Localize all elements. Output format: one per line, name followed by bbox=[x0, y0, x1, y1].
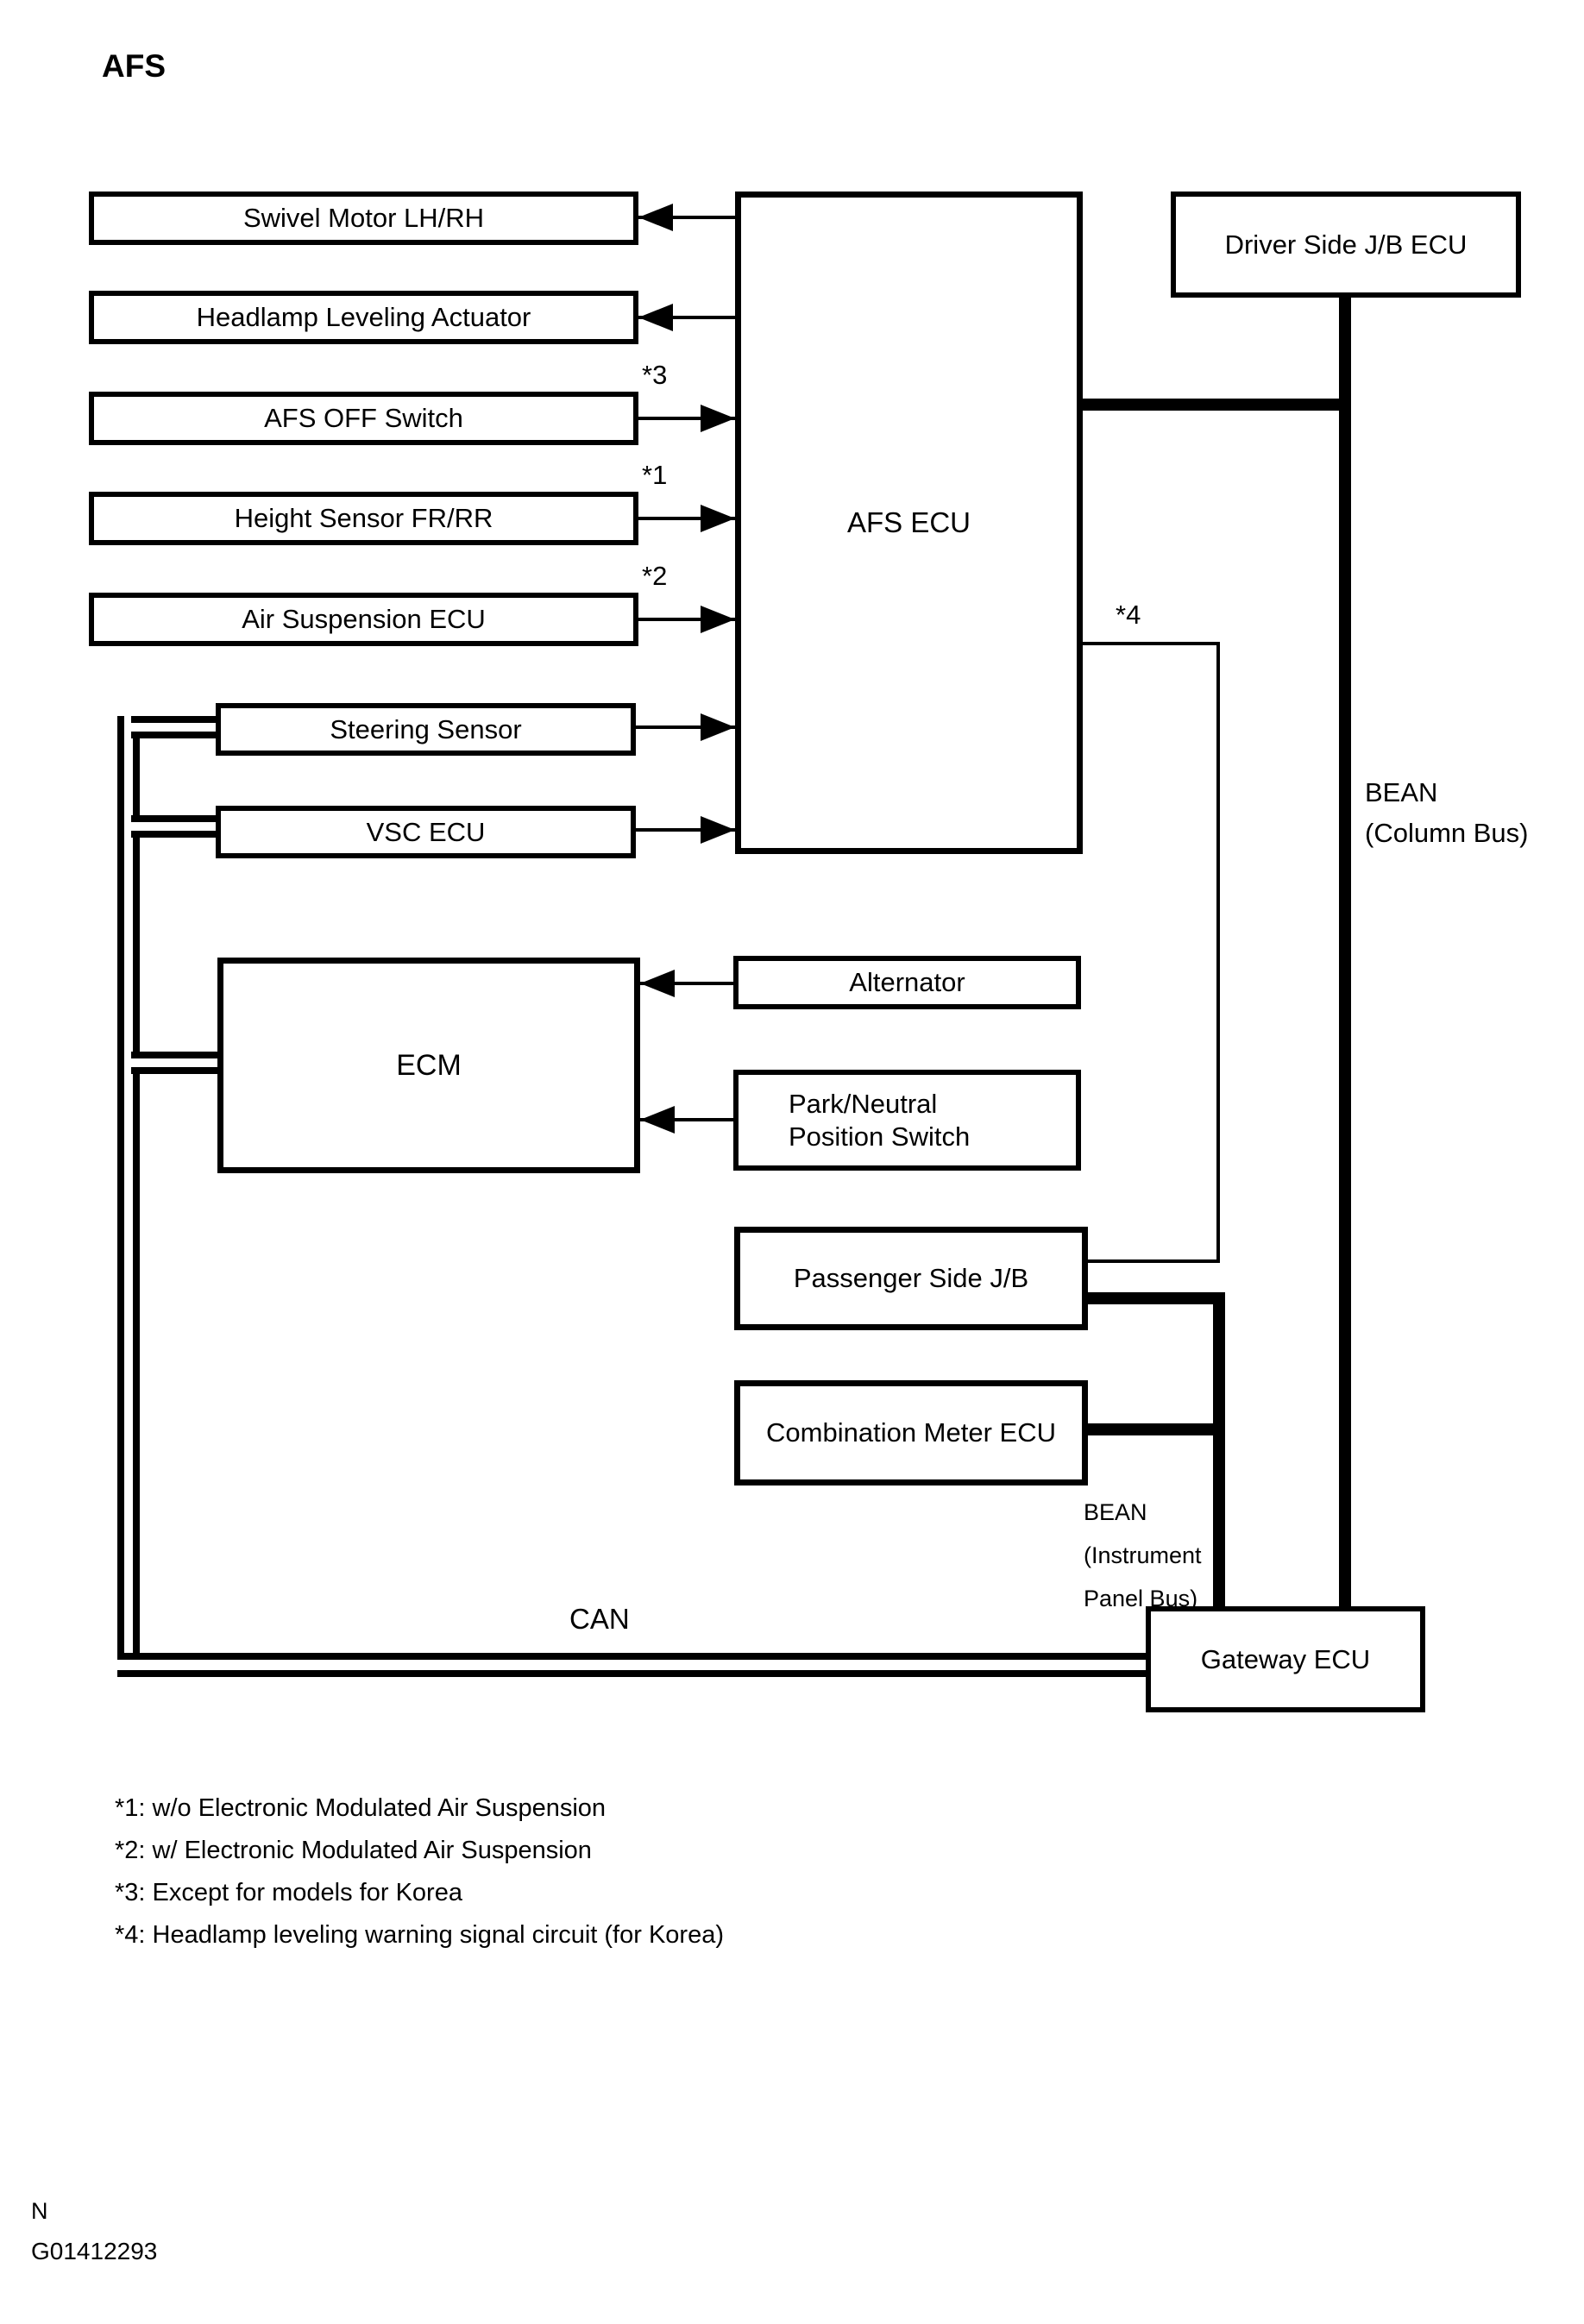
bean-ip-line3: Panel Bus) bbox=[1084, 1586, 1198, 1611]
bean-column-bus-line bbox=[1339, 298, 1351, 1606]
arrow-into-ecm-from-park-neutral-icon bbox=[640, 1106, 675, 1134]
box-gateway-ecu-label: Gateway ECU bbox=[1200, 1643, 1371, 1674]
box-afs-ecu-label: AFS ECU bbox=[846, 506, 971, 539]
bean-ip-branch-combination-meter bbox=[1085, 1423, 1213, 1435]
box-height-sensor-label: Height Sensor FR/RR bbox=[234, 503, 493, 534]
label-star4: *4 bbox=[1116, 600, 1141, 630]
box-ecm-label: ECM bbox=[396, 1048, 462, 1082]
arrow-into-afs-ecu-from-steering-icon bbox=[701, 713, 735, 741]
box-air-suspension-ecu-label: Air Suspension ECU bbox=[242, 604, 486, 635]
figure-id: G01412293 bbox=[31, 2238, 158, 2264]
box-driver-side-jb-ecu-label: Driver Side J/B ECU bbox=[1224, 229, 1468, 260]
box-headlamp-leveling-actuator: Headlamp Leveling Actuator bbox=[89, 291, 638, 344]
box-combination-meter-ecu: Combination Meter ECU bbox=[734, 1380, 1088, 1485]
arrow-into-swivel-motor-icon bbox=[638, 204, 673, 231]
can-bus-horizontal bbox=[117, 1653, 1146, 1677]
box-afs-off-switch: AFS OFF Switch bbox=[89, 392, 638, 445]
bean-ip-line2: (Instrument bbox=[1084, 1542, 1202, 1568]
footnote-3: *3: Except for models for Korea bbox=[115, 1879, 462, 1906]
box-air-suspension-ecu: Air Suspension ECU bbox=[89, 593, 638, 646]
box-swivel-motor: Swivel Motor LH/RH bbox=[89, 192, 638, 245]
connector-height-sensor bbox=[638, 517, 735, 520]
bean-column-branch-afs-ecu bbox=[1080, 399, 1351, 411]
park-neutral-line2: Position Switch bbox=[789, 1121, 971, 1152]
box-passenger-side-jb: Passenger Side J/B bbox=[734, 1227, 1088, 1330]
bean-ip-line1: BEAN bbox=[1084, 1499, 1147, 1525]
bean-column-line2: (Column Bus) bbox=[1365, 818, 1529, 848]
star4-line-horizontal-bottom bbox=[1085, 1259, 1216, 1263]
label-can-bus: CAN bbox=[569, 1603, 630, 1635]
connector-air-suspension bbox=[638, 618, 735, 621]
footnote-1: *1: w/o Electronic Modulated Air Suspens… bbox=[115, 1794, 607, 1822]
label-bean-column-bus: BEAN (Column Bus) bbox=[1365, 772, 1529, 853]
box-height-sensor: Height Sensor FR/RR bbox=[89, 492, 638, 545]
box-combination-meter-ecu-label: Combination Meter ECU bbox=[766, 1417, 1056, 1448]
star4-line-horizontal-top bbox=[1080, 642, 1220, 645]
arrow-into-afs-ecu-from-air-suspension-icon bbox=[701, 606, 735, 633]
star4-line-vertical bbox=[1216, 642, 1220, 1263]
can-stub-vsc-ecu bbox=[131, 815, 219, 838]
connector-headlamp-actuator bbox=[638, 316, 735, 319]
can-stub-ecm bbox=[131, 1052, 221, 1074]
arrow-into-headlamp-actuator-icon bbox=[638, 304, 673, 331]
connector-vsc-ecu bbox=[636, 828, 735, 832]
label-star2: *2 bbox=[642, 561, 668, 591]
connector-steering-sensor bbox=[636, 725, 735, 729]
connector-afs-off-switch bbox=[638, 417, 735, 420]
label-star3: *3 bbox=[642, 360, 668, 390]
park-neutral-line1: Park/Neutral bbox=[789, 1089, 938, 1120]
box-vsc-ecu-label: VSC ECU bbox=[366, 816, 486, 847]
connector-swivel-motor bbox=[638, 216, 735, 219]
connector-park-neutral bbox=[640, 1118, 733, 1121]
box-ecm: ECM bbox=[217, 958, 640, 1173]
can-bus-vertical bbox=[117, 716, 140, 1677]
box-afs-off-switch-label: AFS OFF Switch bbox=[264, 403, 463, 434]
box-headlamp-leveling-label: Headlamp Leveling Actuator bbox=[196, 302, 531, 333]
box-gateway-ecu: Gateway ECU bbox=[1146, 1606, 1425, 1712]
can-stub-steering-sensor bbox=[131, 716, 219, 738]
label-star1: *1 bbox=[642, 460, 668, 490]
box-passenger-side-jb-label: Passenger Side J/B bbox=[793, 1263, 1029, 1294]
box-alternator-label: Alternator bbox=[849, 967, 965, 998]
arrow-into-afs-ecu-from-afs-off-icon bbox=[701, 405, 735, 432]
box-park-neutral-label: Park/Neutral Position Switch bbox=[789, 1088, 970, 1152]
arrow-into-afs-ecu-from-vsc-icon bbox=[701, 816, 735, 844]
bean-ip-branch-passenger-jb bbox=[1085, 1292, 1225, 1304]
page-note: N bbox=[31, 2198, 48, 2224]
box-afs-ecu: AFS ECU bbox=[735, 192, 1083, 854]
arrow-into-afs-ecu-from-height-sensor-icon bbox=[701, 505, 735, 532]
footnote-2: *2: w/ Electronic Modulated Air Suspensi… bbox=[115, 1837, 592, 1864]
box-driver-side-jb-ecu: Driver Side J/B ECU bbox=[1171, 192, 1521, 298]
box-steering-sensor-label: Steering Sensor bbox=[330, 713, 522, 744]
bean-column-line1: BEAN bbox=[1365, 777, 1438, 807]
box-steering-sensor: Steering Sensor bbox=[216, 703, 636, 756]
arrow-into-ecm-from-alternator-icon bbox=[640, 970, 675, 997]
page-title: AFS bbox=[102, 48, 166, 84]
footnote-4: *4: Headlamp leveling warning signal cir… bbox=[115, 1921, 724, 1949]
box-vsc-ecu: VSC ECU bbox=[216, 806, 636, 858]
connector-alternator bbox=[640, 982, 733, 985]
label-bean-instrument-panel-bus: BEAN (Instrument Panel Bus) bbox=[1084, 1491, 1202, 1620]
footnotes: *1: w/o Electronic Modulated Air Suspens… bbox=[115, 1787, 724, 1957]
bean-ip-bus-line bbox=[1213, 1292, 1225, 1606]
box-swivel-motor-label: Swivel Motor LH/RH bbox=[242, 203, 485, 234]
box-park-neutral-position-switch: Park/Neutral Position Switch bbox=[733, 1070, 1081, 1171]
box-alternator: Alternator bbox=[733, 956, 1081, 1009]
